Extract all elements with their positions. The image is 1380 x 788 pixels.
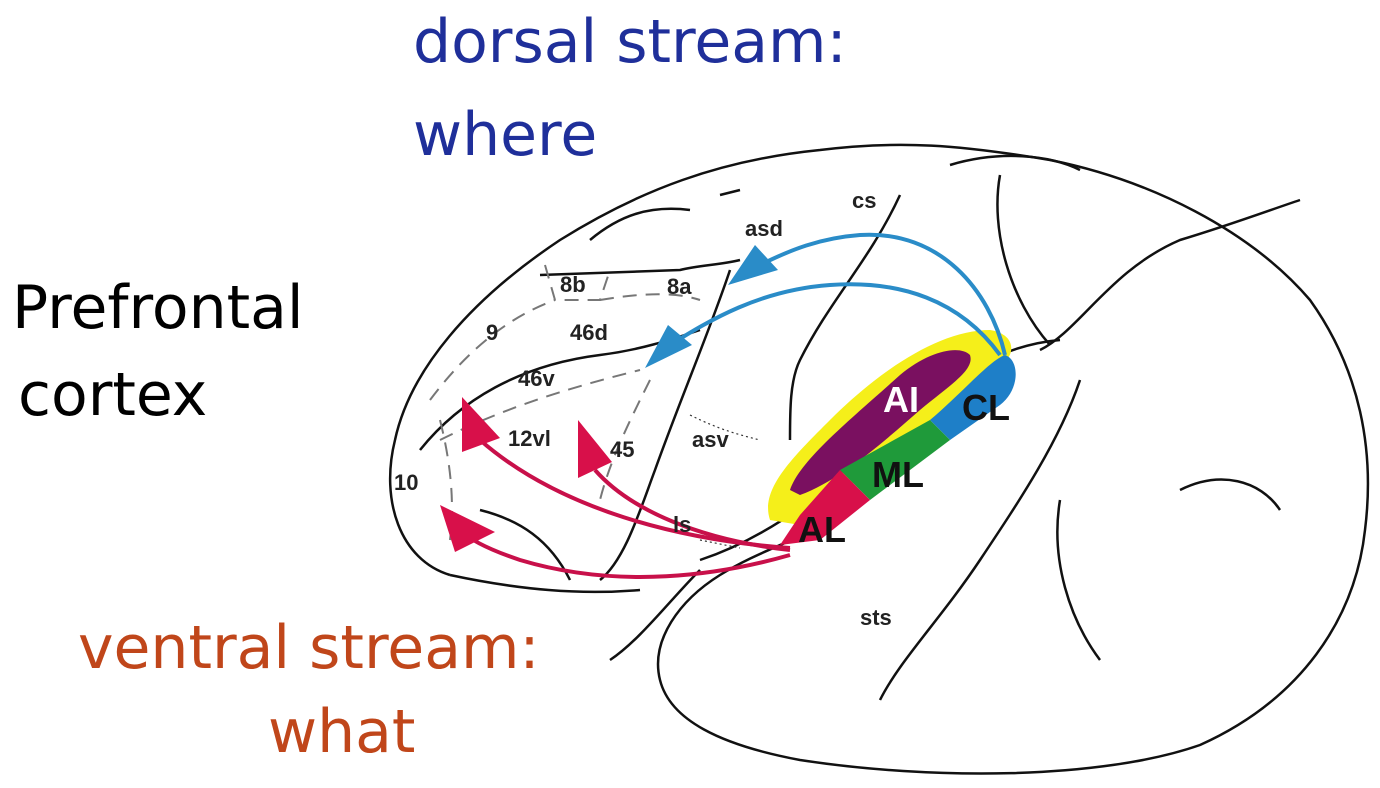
region-ML [840,420,950,500]
sulcus-central [788,194,902,441]
region-label-AI: AI [883,379,919,420]
prefrontal-title: Prefrontal [12,273,304,343]
ventral-arrowhead-3 [440,505,495,552]
dorsal-stream-title: dorsal stream: [413,7,847,77]
region-CL [930,355,1016,440]
ls-dots [699,539,741,549]
label-cs: cs [852,188,876,213]
label-46v: 46v [518,366,555,391]
dorsal-stream-arrows [668,232,1007,357]
label-45: 45 [610,437,634,462]
label-asv: asv [692,427,729,452]
label-asd: asd [745,216,783,241]
label-12vl: 12vl [508,426,551,451]
area-border-9 [429,293,701,401]
brain-outline [388,143,1370,775]
ventral-arrowhead-2 [578,420,612,478]
asv-dots [689,414,761,441]
sulcus-ips [996,174,1051,346]
label-ls: ls [673,512,691,537]
region-label-AL: AL [798,509,846,550]
sulcus-orbital [479,508,701,662]
label-sts: sts [860,605,892,630]
dorsal-arrow-to-46d [668,282,1002,357]
prefrontal-subtitle: cortex [18,360,207,430]
sulcus-sts [878,379,1082,701]
ventral-arrowhead-1 [462,397,500,452]
ventral-arrow-to-12vl [478,438,791,550]
area-border-10 [439,419,453,541]
dorsal-arrowhead-1 [728,245,778,285]
ventral-stream-title: ventral stream: [78,613,540,683]
region-label-ML: ML [872,454,924,495]
sulcus-top [539,188,741,277]
dorsal-arrowhead-2 [645,325,692,368]
ventral-arrow-to-45 [593,468,791,552]
label-9: 9 [486,320,498,345]
sulcus-parietal [1039,198,1301,352]
dorsal-arrow-to-8a [759,232,1007,356]
ventral-stream-arrows [458,438,791,579]
label-46d: 46d [570,320,608,345]
region-AL [780,470,870,545]
label-8a: 8a [667,274,692,299]
area-border-8b [544,264,611,301]
sulcus-lunate [1056,478,1282,661]
core-region-AI [790,350,971,495]
sulcus-cs [949,154,1081,172]
label-8b: 8b [560,272,586,297]
region-label-CL: CL [962,387,1010,428]
sulcus-frontal-lower [449,573,641,594]
ventral-arrow-to-10 [458,528,791,579]
ventral-stream-subtitle: what [268,697,415,767]
dorsal-stream-subtitle: where [413,100,597,170]
label-10: 10 [394,470,418,495]
